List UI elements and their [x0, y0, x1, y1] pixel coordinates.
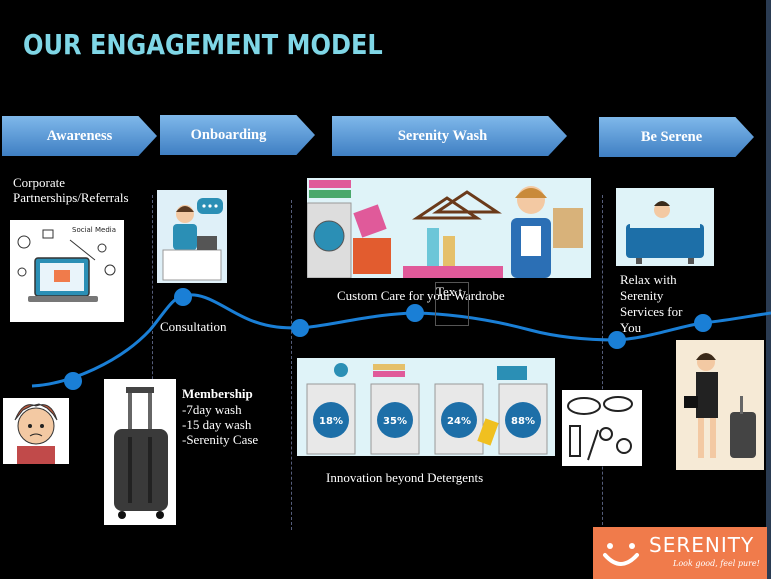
stressed-person-image: [3, 398, 69, 464]
accessories-icon: [567, 396, 633, 461]
stage-serenity-wash-label: Serenity Wash: [397, 127, 488, 144]
stage-onboarding: Onboarding: [160, 115, 315, 155]
bath-image: [616, 188, 714, 266]
stage-serenity-wash: Serenity Wash: [332, 116, 567, 156]
curve-line: [31, 293, 771, 388]
membership-line: -15 day wash: [182, 417, 252, 432]
divider-1: [152, 195, 153, 475]
stage-be-serene: Be Serene: [599, 117, 754, 157]
curve-dot: [608, 331, 626, 349]
membership-line: -7day wash: [182, 402, 242, 417]
logo-name: SERENITY: [649, 533, 755, 557]
smile-icon: [603, 543, 639, 566]
divider-2: [291, 200, 292, 530]
machine-percent: 24%: [447, 416, 471, 427]
membership-line: -Serenity Case: [182, 432, 259, 447]
stage-awareness: Awareness: [2, 116, 157, 156]
stage-onboarding-label: Onboarding: [190, 126, 267, 143]
luggage-image: [104, 379, 176, 525]
machine-percent: 18%: [319, 416, 343, 427]
relax-label: Relax with Serenity Services for You: [620, 272, 683, 335]
consultant-icon: [162, 198, 223, 281]
machine-percent: 88%: [511, 416, 535, 427]
washing-machines-image: 18% 35% 24% 88%: [297, 358, 555, 456]
curve-dot: [406, 304, 424, 322]
right-edge: [766, 0, 771, 579]
social-media-text: Social Media: [72, 226, 116, 234]
curve-dot: [291, 319, 309, 337]
consultant-image: [157, 190, 227, 283]
laundry-image: [306, 178, 591, 279]
membership-title: Membership: [182, 386, 253, 401]
bathtub-icon: [626, 201, 704, 264]
curve-dot: [694, 314, 712, 332]
page-title: OUR ENGAGEMENT MODEL: [23, 28, 383, 61]
machine-percent: 35%: [383, 416, 407, 427]
laundry-scene-icon: [306, 180, 583, 279]
suitcase-icon: [114, 387, 168, 519]
custom-care-label: Custom Care for your Wardrobe: [337, 288, 505, 303]
innovation-label: Innovation beyond Detergents: [326, 470, 484, 485]
machines-icon: 18% 35% 24% 88%: [306, 363, 548, 455]
social-media-image: Social Media: [10, 220, 124, 322]
divider-3: [602, 195, 603, 535]
accessories-image: [562, 390, 642, 466]
logo-tagline: Look good, feel pure!: [673, 559, 760, 568]
laptop-icon: Social Media: [17, 226, 116, 302]
traveler-image: [676, 340, 764, 470]
person-icon: [14, 403, 58, 464]
stage-be-serene-label: Be Serene: [640, 128, 703, 145]
curve-dot: [64, 372, 82, 390]
serenity-logo: SERENITY Look good, feel pure!: [593, 527, 767, 579]
stage-awareness-label: Awareness: [46, 127, 113, 144]
curve-dot: [174, 288, 192, 306]
text-box[interactable]: Tex t: [435, 282, 469, 326]
traveler-icon: [684, 353, 756, 458]
consultation-label: Consultation: [160, 319, 227, 334]
corporate-label: Corporate Partnerships/Referrals: [13, 175, 129, 205]
